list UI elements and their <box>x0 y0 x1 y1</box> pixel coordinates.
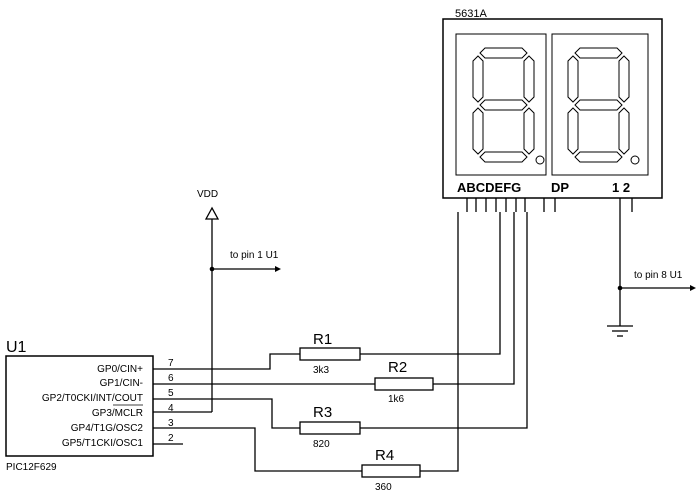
r1-ref: R1 <box>313 331 332 348</box>
r1-value: 3k3 <box>313 365 330 376</box>
pin-number-3: 3 <box>168 418 174 429</box>
u1-ref: U1 <box>6 339 27 356</box>
wires <box>153 212 528 472</box>
ground-symbol: to pin 8 U1 <box>607 212 696 337</box>
u1-part: PIC12F629 <box>6 462 57 473</box>
vdd-note: to pin 1 U1 <box>230 250 279 261</box>
vdd-symbol: VDD to pin 1 U1 <box>197 189 281 412</box>
digit-1-segments <box>472 47 545 165</box>
vdd-arrow-icon <box>204 206 220 220</box>
pin-label-gp3: GP3/MCLR <box>92 408 143 419</box>
digit-1-window <box>455 33 547 176</box>
vdd-label: VDD <box>197 189 218 200</box>
display-part-label: 5631A <box>455 8 487 20</box>
pin-label-gp0: GP0/CIN+ <box>97 364 143 375</box>
pin-label-gp5: GP5/T1CKI/OSC1 <box>62 438 144 449</box>
dp-pin-label: DP <box>551 180 569 195</box>
resistor-r4: R4 360 <box>361 447 421 493</box>
segment-pin-labels: ABCDEFG <box>457 180 521 195</box>
pin-number-5: 5 <box>168 388 174 399</box>
r2-ref: R2 <box>388 359 407 376</box>
r2-value: 1k6 <box>388 394 405 405</box>
resistor-r1: R1 3k3 <box>299 331 361 376</box>
r3-ref: R3 <box>313 404 332 421</box>
pin-label-gp1: GP1/CIN- <box>100 378 143 389</box>
gnd-note-arrow-icon <box>690 285 696 291</box>
microcontroller-u1: U1 PIC12F629 GP0/CIN+ GP1/CIN- GP2/T0CKI… <box>5 339 183 473</box>
r4-value: 360 <box>375 482 392 493</box>
vdd-note-arrow-icon <box>275 266 281 272</box>
display-pins <box>466 198 633 212</box>
pin-label-gp2: GP2/T0CKI/INT/COUT <box>42 393 143 404</box>
pin-number-6: 6 <box>168 373 174 384</box>
seven-segment-display: 5631A ABCDEFG DP 1 2 <box>442 8 663 212</box>
resistor-r3: R3 820 <box>299 404 361 450</box>
digit-pin-labels: 1 2 <box>612 180 630 195</box>
pin-number-4: 4 <box>168 403 174 414</box>
u1-body <box>5 355 154 457</box>
resistor-r2: R2 1k6 <box>374 359 434 405</box>
r4-ref: R4 <box>375 447 394 464</box>
gnd-note: to pin 8 U1 <box>634 270 683 281</box>
digit-2-window <box>551 33 649 176</box>
pin-number-7: 7 <box>168 358 174 369</box>
digit-2-segments <box>567 47 640 165</box>
r3-value: 820 <box>313 439 330 450</box>
pin-number-2: 2 <box>168 433 174 444</box>
pin-label-gp4: GP4/T1G/OSC2 <box>71 423 144 434</box>
